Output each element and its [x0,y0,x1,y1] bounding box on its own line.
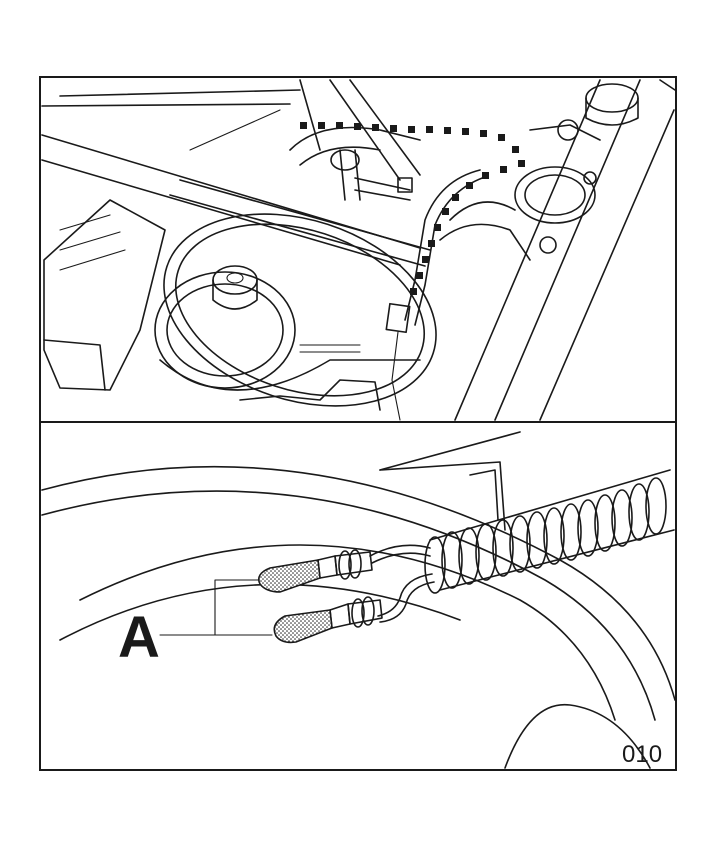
callout-leader [159,579,273,636]
connector-detail-panel: A 010 [39,421,677,771]
figure-number: 010 [622,741,662,768]
routing-markers [300,122,525,295]
detail-linework [41,431,676,769]
corrugated-sleeve [424,469,675,594]
engine-bay-linework [41,79,676,421]
callout-label-a: A [118,605,160,670]
upper-sensor-connector [257,549,373,593]
lower-sensor-connector [273,596,383,644]
engine-bay-panel [39,76,677,423]
